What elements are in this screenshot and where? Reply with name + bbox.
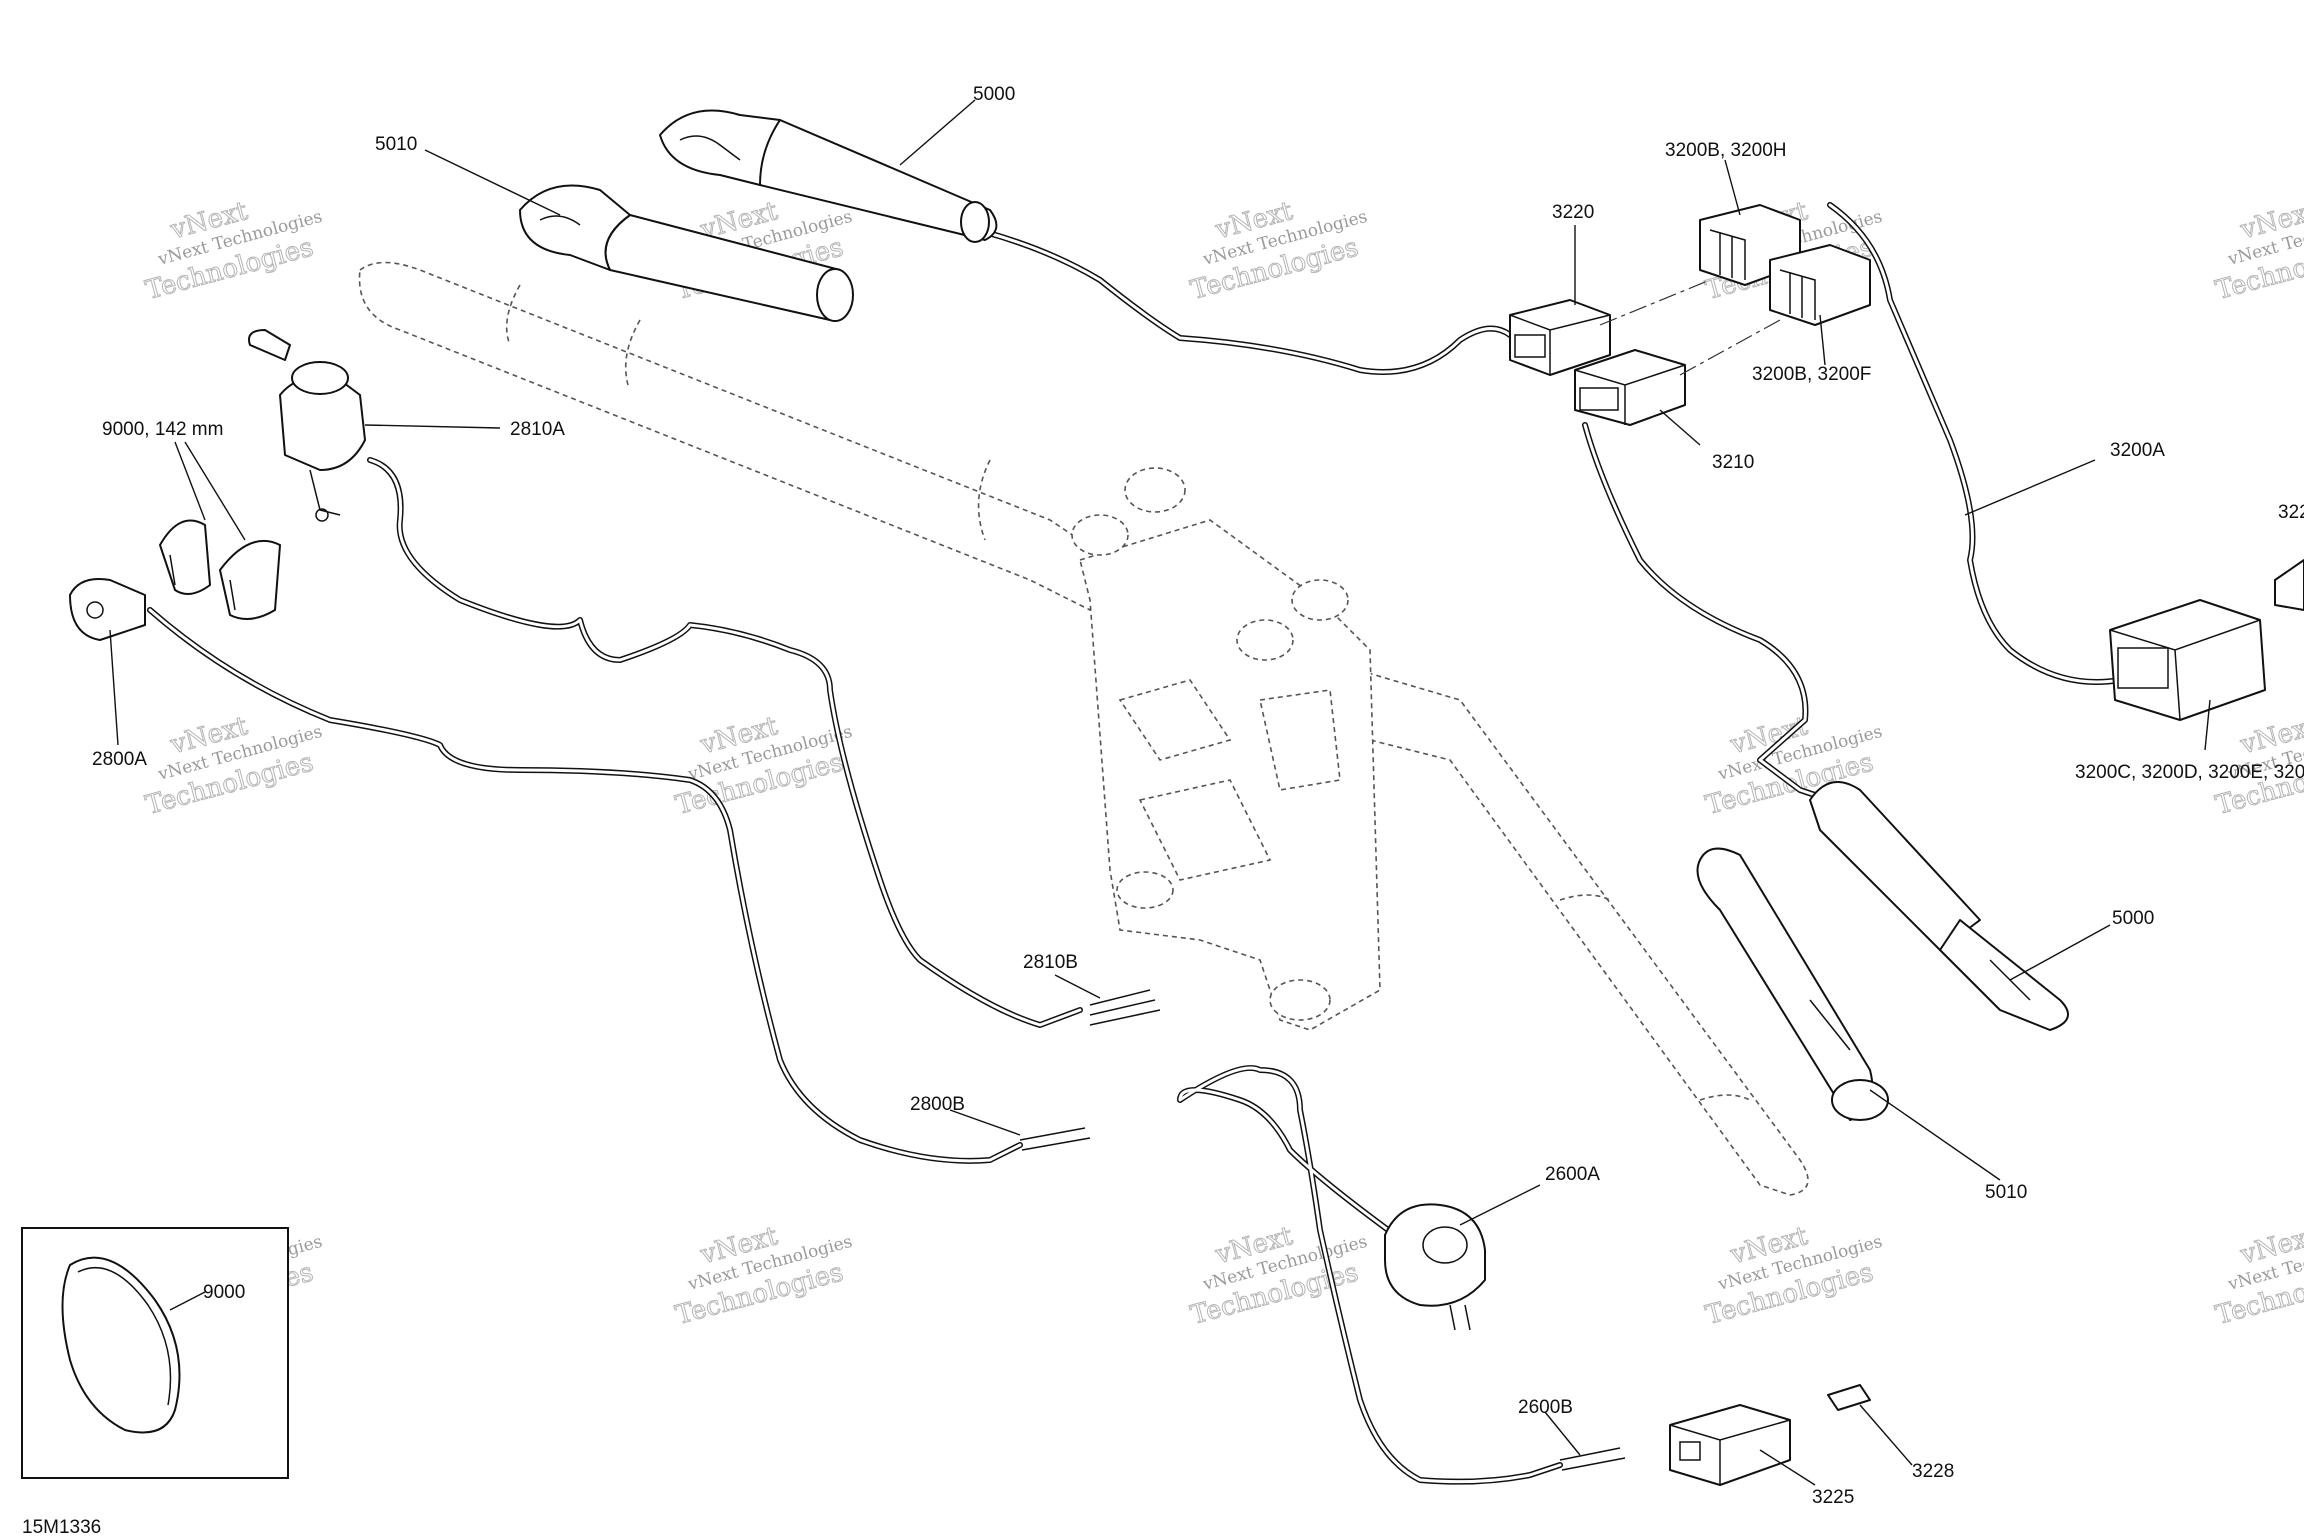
watermark: vNext vNext Technologies Technologies — [1702, 1221, 1884, 1332]
watermark: vNext vNext Technologies Technologies — [142, 711, 324, 822]
sensor-2800A — [69, 578, 146, 641]
callout-3210: 3210 — [1712, 452, 1754, 473]
callout-3200C-3200D-3200E: 3200C, 3200D, 3200E, 320 — [2075, 762, 2304, 783]
callout-3200B-3200H: 3200B, 3200H — [1665, 140, 1787, 161]
callout-322x: 322 — [2278, 502, 2304, 523]
callout-3225: 3225 — [1812, 1487, 1854, 1508]
callout-3228: 3228 — [1912, 1461, 1954, 1482]
alignment-line — [1599, 279, 1711, 326]
callout-5000-right: 5000 — [2112, 908, 2154, 929]
watermark: vNext vNext Technologies Technologies — [2212, 1221, 2304, 1332]
callout-5010-right: 5010 — [1985, 1182, 2027, 1203]
callout-9000-inset: 9000 — [203, 1282, 245, 1303]
callout-labels: 5000 5010 3220 3200B, 3200H 3200B, 3200F… — [22, 84, 2304, 1536]
callout-2600B: 2600B — [1518, 1397, 1573, 1418]
inset-box — [21, 1227, 289, 1479]
watermark: vNext vNext Technologies Technologies — [2212, 196, 2304, 307]
grip-heater-5000-top — [659, 109, 998, 243]
grip-heater-5010-right — [1696, 847, 1889, 1121]
watermark: vNext vNext Technologies Technologies — [1187, 1221, 1369, 1332]
connector-3200C-3200D-3200E — [2109, 599, 2266, 721]
cable-tie-9000-right — [219, 540, 281, 620]
callout-2600A: 2600A — [1545, 1164, 1600, 1185]
switch-2810A — [248, 329, 366, 522]
switch-2600A — [1384, 1203, 1486, 1331]
grip-heater-5000-right — [1809, 781, 2069, 1031]
connector-3220 — [1509, 299, 1611, 376]
watermark: vNext vNext Technologies Technologies — [1187, 196, 1369, 307]
connector-3210 — [1574, 349, 1686, 426]
connector-3200B-3200F — [1769, 244, 1871, 326]
watermark: vNext vNext Technologies Technologies — [672, 1221, 854, 1332]
callout-3200B-3200F: 3200B, 3200F — [1752, 364, 1871, 385]
cable-tie-9000-left — [159, 519, 211, 595]
callout-9000-142mm: 9000, 142 mm — [102, 419, 223, 440]
figure-id: 15M1336 — [22, 1517, 101, 1536]
callout-2800A: 2800A — [92, 749, 147, 770]
callout-2800B: 2800B — [910, 1094, 965, 1115]
alignment-line — [1679, 319, 1781, 376]
leader-lines — [109, 99, 2211, 1486]
terminal-3228 — [1827, 1384, 1871, 1411]
callout-2810A: 2810A — [510, 419, 565, 440]
callout-3200A: 3200A — [2110, 440, 2165, 461]
terminal-ends — [1019, 989, 1626, 1471]
wiring-harnesses — [147, 202, 2123, 1485]
callout-3220: 3220 — [1552, 202, 1594, 223]
watermark: vNext vNext Technologies Technologies — [142, 196, 324, 307]
callout-5000-top: 5000 — [973, 84, 1015, 105]
callout-5010-top: 5010 — [375, 134, 417, 155]
connector-3225 — [1669, 1404, 1791, 1486]
callout-2810B: 2810B — [1023, 952, 1078, 973]
grip-heater-5010-top — [519, 184, 854, 322]
watermark: vNext vNext Technologies Technologies — [2212, 711, 2304, 822]
handlebar-ghost — [358, 261, 1809, 1196]
connector-322x-partial — [2274, 559, 2304, 611]
